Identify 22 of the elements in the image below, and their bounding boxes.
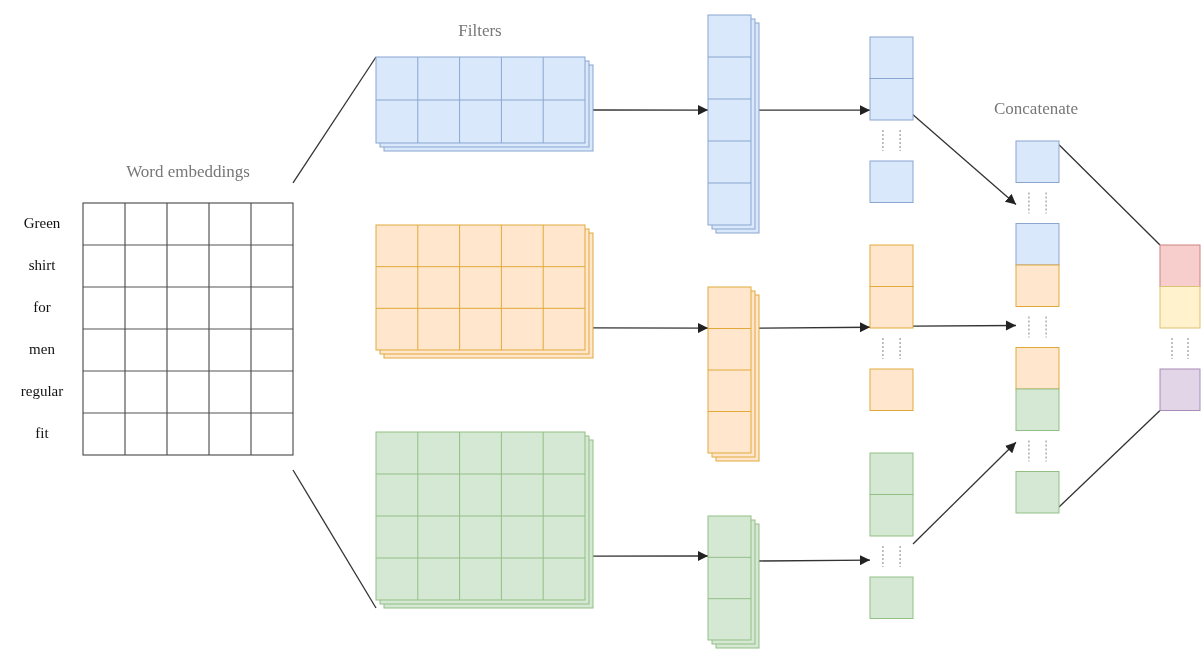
connector-line bbox=[1058, 144, 1161, 246]
arrow bbox=[758, 104, 871, 116]
arrow bbox=[912, 320, 1017, 331]
arrow bbox=[592, 550, 709, 562]
row-label: Green bbox=[22, 216, 62, 231]
section-title: Concatenate bbox=[993, 100, 1079, 117]
arrow bbox=[592, 104, 709, 116]
arrow bbox=[912, 114, 1017, 206]
row-label: fit bbox=[34, 426, 50, 441]
row-label: for bbox=[32, 300, 52, 315]
arrow bbox=[758, 554, 871, 566]
matrix-title: Word embeddings bbox=[125, 163, 251, 180]
row-label: regular bbox=[19, 384, 65, 399]
connector-line bbox=[1058, 409, 1161, 508]
section-title: Filters bbox=[457, 22, 503, 39]
row-label: men bbox=[28, 342, 56, 357]
arrow bbox=[912, 441, 1017, 545]
arrow bbox=[592, 322, 709, 334]
connector-line bbox=[292, 56, 377, 184]
row-label: shirt bbox=[27, 258, 57, 273]
arrow bbox=[758, 322, 871, 333]
connector-line bbox=[292, 469, 377, 609]
